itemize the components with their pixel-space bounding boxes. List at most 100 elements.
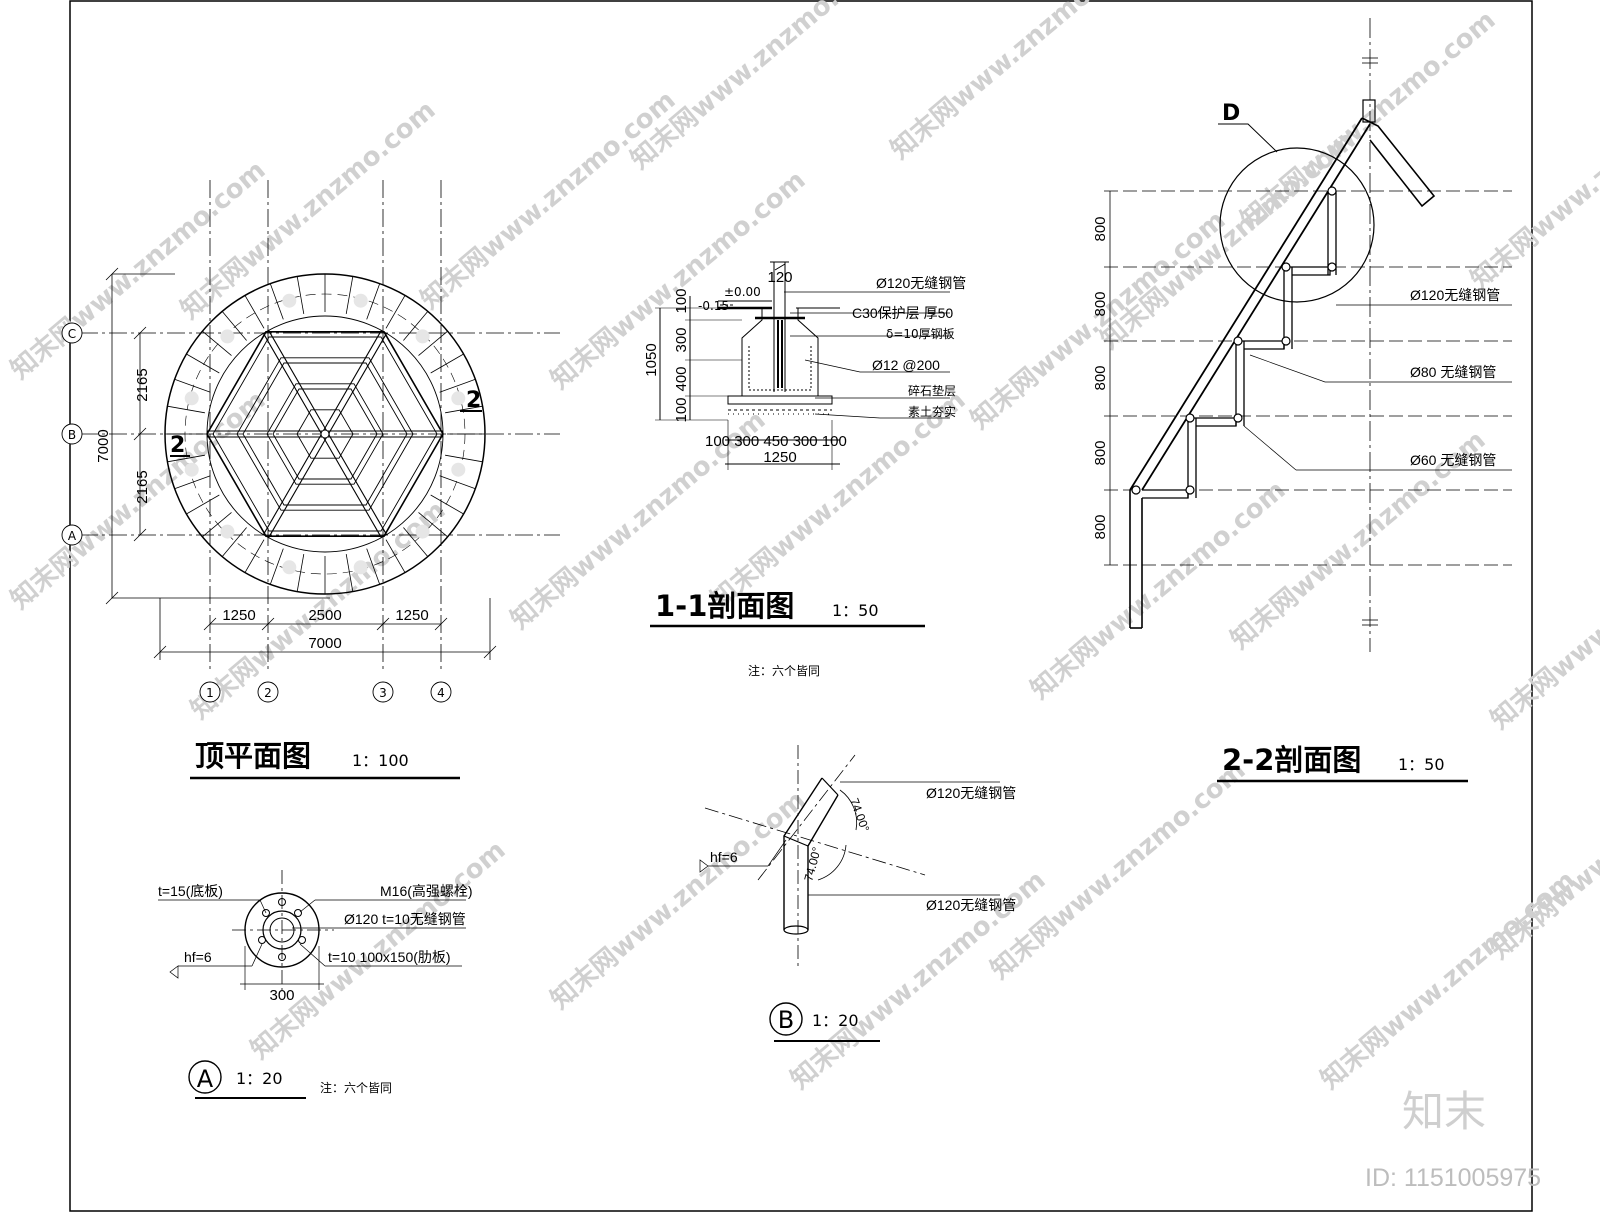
da-label-rib: t=10 100x150(肋板) <box>328 949 451 965</box>
section-2-2 <box>1104 18 1512 652</box>
paving-ring <box>184 293 466 575</box>
paving-joint <box>439 475 476 490</box>
s22-scale: 1：50 <box>1398 755 1445 774</box>
s22-title: 2-2剖面图 <box>1222 743 1361 777</box>
s11-vdim-2: 300 <box>673 327 690 352</box>
db-angle-2: 74.00° <box>801 845 824 882</box>
s11-hdims: 100 300 450 300 100 <box>705 433 847 450</box>
s11-hdim-total: 1250 <box>763 449 796 466</box>
da-label-bolt: M16(高强螺栓) <box>380 883 473 899</box>
section-1-1-text: 120 ±0.00 -0.15 100 300 400 100 1050 100… <box>643 269 966 678</box>
rafter-line <box>321 435 382 538</box>
axis-row-b: B <box>68 428 76 442</box>
paving-texture <box>353 560 368 575</box>
da-label-plate: t=15(底板) <box>158 883 223 899</box>
da-scale: 1：20 <box>236 1069 283 1088</box>
paving-joint <box>167 454 205 463</box>
hexagon-ring <box>266 383 384 485</box>
section-mark-right: 2 <box>466 388 481 413</box>
paving-joint <box>439 378 476 393</box>
paving-texture <box>353 293 368 308</box>
paving-joint <box>403 527 429 557</box>
paving-texture <box>282 293 297 308</box>
brand-id: ID: 1151005975 <box>1365 1164 1541 1192</box>
watermark-text: 知末网www.znzmo.com <box>415 85 681 315</box>
paving-joint <box>345 554 354 592</box>
s11-vdim-total: 1050 <box>643 343 660 376</box>
rafter-line <box>321 330 382 433</box>
paving-texture <box>451 462 466 477</box>
da-mark: A <box>197 1065 214 1093</box>
paving-joint <box>221 527 247 557</box>
s22-label-80: Ø80 无缝钢管 <box>1410 364 1496 380</box>
paving-joint <box>430 494 464 515</box>
axis-row-c: C <box>68 327 76 341</box>
paving-joint <box>244 295 265 329</box>
paving-joint <box>385 295 406 329</box>
plan-dim-left-2: 2165 <box>134 470 151 503</box>
s11-vdim-1: 100 <box>673 288 690 313</box>
hexagon-ring <box>236 357 414 511</box>
detail-a <box>158 870 466 1094</box>
da-weld: hf=6 <box>184 949 212 965</box>
rafter-line <box>262 333 323 436</box>
paving-joint <box>418 512 448 538</box>
paving-texture <box>415 524 430 539</box>
s11-label-rebar: Ø12 @200 <box>872 357 940 373</box>
section-mark-left: 2 <box>170 433 185 458</box>
paving-joint <box>202 512 232 538</box>
da-label-pipe: Ø120 t=10无缝钢管 <box>344 911 466 927</box>
section-1-1 <box>655 261 950 470</box>
paving-joint <box>403 311 429 341</box>
s11-note: 注：六个皆同 <box>748 663 820 678</box>
s11-elev-0: ±0.00 <box>724 285 761 299</box>
plan-dim-left-1: 2165 <box>134 368 151 401</box>
watermark-text: 知末网www.znzmo.com <box>1485 505 1600 735</box>
s22-vdim-2: 800 <box>1092 291 1109 316</box>
paving-texture <box>415 329 430 344</box>
s11-label-soil: 素土夯实 <box>908 404 956 419</box>
s22-label-60: Ø60 无缝钢管 <box>1410 452 1496 468</box>
s11-label-pipe: Ø120无缝钢管 <box>876 275 966 291</box>
s11-title: 1-1剖面图 <box>655 589 794 623</box>
paving-joint <box>174 475 211 490</box>
paving-texture <box>451 391 466 406</box>
hexagon-ring <box>206 330 444 538</box>
plan-dim-bottom-3: 1250 <box>395 607 428 624</box>
paving-joint <box>345 276 354 314</box>
paving-joint <box>202 330 232 356</box>
s22-vdim-5: 800 <box>1092 514 1109 539</box>
paving-joint <box>445 405 483 414</box>
watermark-text: 知末网www.znzmo.com <box>545 785 811 1015</box>
hexagon-ring <box>242 362 408 506</box>
plan-dim-left-total: 7000 <box>95 429 112 462</box>
rafter-line <box>327 432 388 535</box>
paving-joint <box>445 454 483 463</box>
plan-dim-bottom-2: 2500 <box>308 607 341 624</box>
axis-col-4: 4 <box>437 686 445 700</box>
paving-joint <box>385 539 406 573</box>
db-label-upper: Ø120无缝钢管 <box>926 785 1016 801</box>
paving-joint <box>418 330 448 356</box>
s22-vdim-1: 800 <box>1092 216 1109 241</box>
hexagon-ring <box>212 336 438 532</box>
s11-elev-015: -0.15 <box>698 299 729 313</box>
plan-dim-bottom-total: 7000 <box>308 635 341 652</box>
db-weld: hf=6 <box>710 849 738 865</box>
watermark-text: 知末网www.znzmo.com <box>1025 475 1291 705</box>
plan-scale: 1：100 <box>352 751 409 770</box>
watermark-text: 知末网www.znzmo.com <box>885 0 1151 165</box>
s11-scale: 1：50 <box>832 601 879 620</box>
s22-detail-mark: D <box>1222 101 1240 126</box>
db-mark: B <box>778 1006 794 1034</box>
paving-joint <box>186 353 220 374</box>
s11-label-cover: C30保护层 厚50 <box>852 305 953 321</box>
detail-a-text: t=15(底板) M16(高强螺栓) Ø120 t=10无缝钢管 t=10 10… <box>158 883 473 1099</box>
detail-b <box>699 745 1000 1036</box>
paving-joint <box>186 494 220 515</box>
s11-top-dim: 120 <box>767 269 792 286</box>
s22-label-120: Ø120无缝钢管 <box>1410 287 1500 303</box>
paving-texture <box>220 329 235 344</box>
rafter-line <box>268 435 329 538</box>
